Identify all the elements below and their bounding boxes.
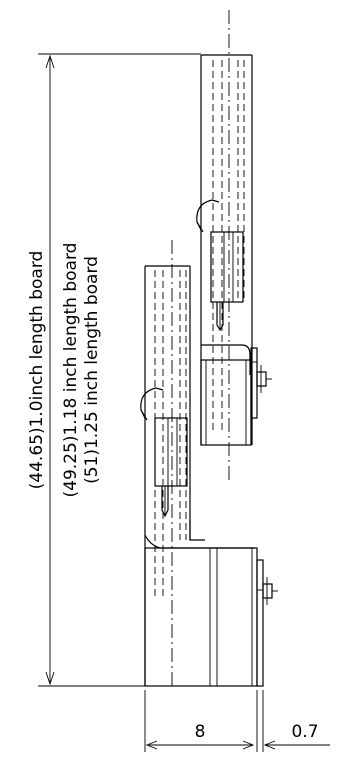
length-label-3: (51)1.25 inch length board [82,256,102,484]
offset-dimension: 0.7 [263,722,330,750]
upper-board-assembly [196,10,272,480]
lower-board-assembly [140,240,278,690]
length-dimension: (44.65)1.0inch length board (49.25)1.18 … [27,53,201,687]
width-label: 8 [195,722,206,742]
length-label-1: (44.65)1.0inch length board [27,251,47,490]
length-label-2: (49.25)1.18 inch length board [61,243,81,498]
offset-label: 0.7 [291,722,318,742]
width-dimension: 8 [144,690,264,752]
